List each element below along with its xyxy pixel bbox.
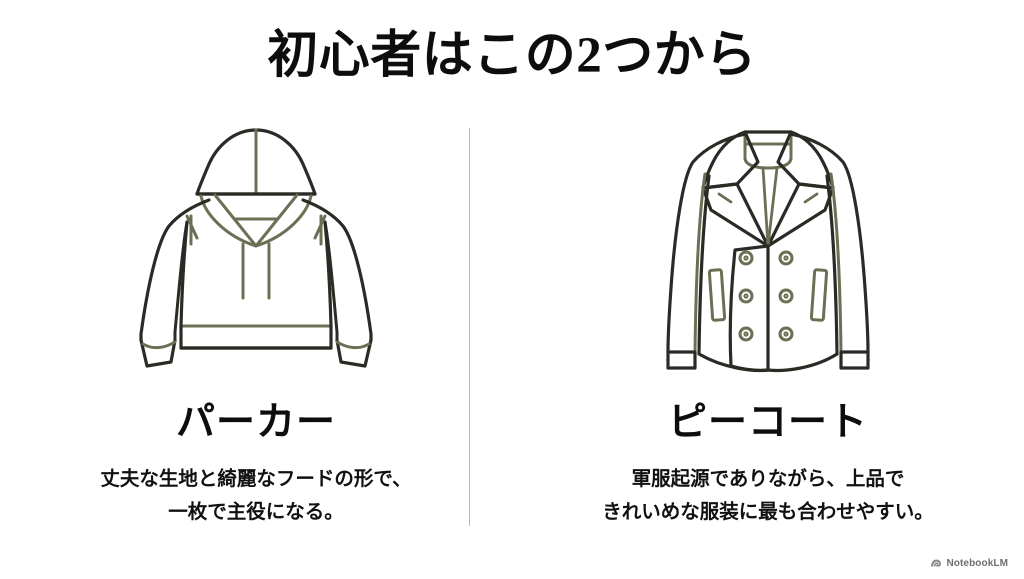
desc-line-2: きれいめな服装に最も合わせやすい。 <box>602 501 934 524</box>
page-title: 初心者はこの2つから <box>267 28 757 84</box>
pea-coat-line-art <box>666 130 870 373</box>
pea-coat-illustration <box>638 118 898 380</box>
notebooklm-icon <box>930 557 942 569</box>
item-description-hoodie: 丈夫な生地と綺麗なフードの形で、 一枚で主役になる。 <box>100 463 411 530</box>
item-description-pea-coat: 軍服起源でありながら、上品で きれいめな服装に最も合わせやすい。 <box>602 463 934 530</box>
desc-line-1: 軍服起源でありながら、上品で <box>631 467 905 490</box>
notebooklm-watermark: NotebookLM <box>930 557 1008 569</box>
desc-line-1: 丈夫な生地と綺麗なフードの形で、 <box>100 467 412 490</box>
item-column-hoodie: パーカー 丈夫な生地と綺麗なフードの形で、 一枚で主役になる。 <box>0 118 512 530</box>
item-column-pea-coat: ピーコート 軍服起源でありながら、上品で きれいめな服装に最も合わせやすい。 <box>512 118 1024 530</box>
hoodie-illustration <box>126 118 386 380</box>
column-divider <box>469 128 470 526</box>
comparison-columns: パーカー 丈夫な生地と綺麗なフードの形で、 一枚で主役になる。 <box>0 118 1024 530</box>
desc-line-2: 一枚で主役になる。 <box>168 501 344 524</box>
item-name-hoodie: パーカー <box>175 401 336 444</box>
hoodie-line-art <box>139 128 373 368</box>
item-name-pea-coat: ピーコート <box>667 401 868 444</box>
notebooklm-label: NotebookLM <box>946 557 1008 569</box>
